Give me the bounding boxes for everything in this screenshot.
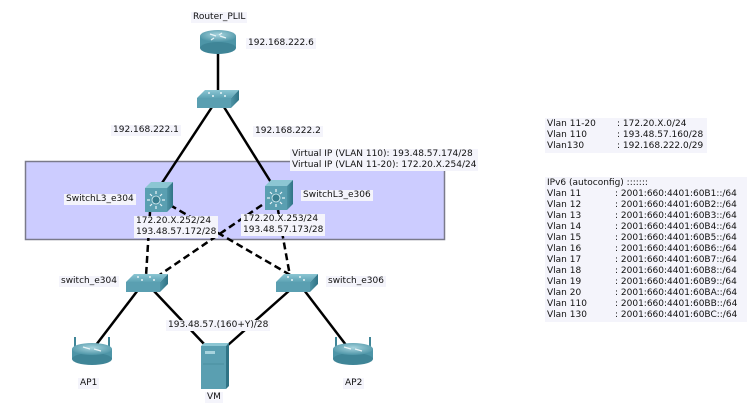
access-point-2-icon[interactable] [333, 337, 373, 365]
link-swright-vm [227, 289, 291, 346]
link-core-l3left [158, 106, 214, 187]
ipv6-legend-row: Vlan 12 : 2001:660:4401:60B2::/64 [547, 200, 745, 211]
vm-server-icon[interactable] [201, 343, 229, 389]
ipv6-legend-row: Vlan 14 : 2001:660:4401:60B4::/64 [547, 222, 745, 233]
access-point-1-icon[interactable] [72, 337, 112, 365]
switch-left-icon[interactable] [126, 274, 168, 292]
ipv6-legend-row: Vlan 17 : 2001:660:4401:60B7::/64 [547, 255, 745, 266]
ipv6-legend-row: Vlan 130 : 2001:660:4401:60BC::/64 [547, 310, 745, 321]
vlan-prefix: : 2001:660:4401:60B5::/64 [615, 233, 737, 243]
link-swleft-ap1 [95, 289, 139, 346]
router-ip-label: 192.168.222.6 [246, 38, 316, 49]
left-uplink-ip-label: 192.168.222.1 [111, 125, 181, 136]
vlan-name: Vlan 110 [547, 130, 587, 140]
ipv6-legend-title: IPv6 (autoconfig) ::::::: [547, 178, 648, 188]
ipv4-legend: Vlan 11-20 : 172.20.X.0/24 Vlan 110 : 193.… [545, 118, 707, 153]
ipv6-legend-row: Vlan 20 : 2001:660:4401:60BA::/64 [547, 288, 745, 299]
l3-right-name-label: SwitchL3_e306 [301, 190, 373, 201]
virtual-ip-vlan11-20: Virtual IP (VLAN 11-20): 172.20.X.254/24 [292, 160, 477, 170]
vlan-name: Vlan 11 [547, 189, 582, 199]
ipv6-legend-row: Vlan 15 : 2001:660:4401:60B5::/64 [547, 233, 745, 244]
right-uplink-ip-label: 192.168.222.2 [253, 126, 323, 137]
vlan-name: Vlan130 [547, 141, 585, 151]
ap2-name-label: AP2 [343, 378, 365, 389]
vlan-prefix: : 2001:660:4401:60B7::/64 [615, 255, 737, 265]
vlan-name: Vlan 17 [547, 255, 582, 265]
link-l3right-swleft [157, 203, 263, 278]
vlan-subnet: : 193.48.57.160/28 [617, 130, 704, 140]
virtual-ip-box: Virtual IP (VLAN 110): 193.48.57.174/28 … [290, 149, 479, 171]
vlan-name: Vlan 11-20 [547, 119, 596, 129]
vlan-name: Vlan 110 [547, 299, 587, 309]
l3-switch-right-icon[interactable] [265, 180, 293, 210]
l3-right-ip-vlan11-20: 172.20.X.253/24 [243, 214, 319, 224]
switch-right-name-label: switch_e306 [326, 276, 386, 287]
ipv4-legend-row: Vlan 11-20 : 172.20.X.0/24 [547, 119, 705, 130]
vlan-prefix: : 2001:660:4401:60BC::/64 [615, 310, 738, 320]
ipv6-legend-row: Vlan 16 : 2001:660:4401:60B6::/64 [547, 244, 745, 255]
link-swright-ap2 [303, 289, 347, 346]
vlan-name: Vlan 130 [547, 310, 587, 320]
vlan-subnet: : 172.20.X.0/24 [617, 119, 687, 129]
vm-subnet-label: 193.48.57.(160+Y)/28 [166, 320, 271, 331]
link-swleft-vm [152, 289, 206, 346]
core-switch-icon[interactable] [197, 90, 239, 108]
vlan-prefix: : 2001:660:4401:60B8::/64 [615, 266, 737, 276]
vlan-prefix: : 2001:660:4401:60B3::/64 [615, 211, 737, 221]
vlan-prefix: : 2001:660:4401:60BA::/64 [615, 288, 738, 298]
vlan-name: Vlan 14 [547, 222, 582, 232]
vlan-name: Vlan 20 [547, 288, 582, 298]
ipv4-legend-row: Vlan130 : 192.168.222.0/29 [547, 141, 705, 152]
switch-left-name-label: switch_e304 [59, 276, 119, 287]
vlan-prefix: : 2001:660:4401:60B6::/64 [615, 244, 737, 254]
vlan-prefix: : 2001:660:4401:60B1::/64 [615, 189, 737, 199]
vlan-prefix: : 2001:660:4401:60B4::/64 [615, 222, 737, 232]
ipv6-legend: IPv6 (autoconfig) ::::::: Vlan 11: 2001:… [545, 177, 747, 322]
ap1-name-label: AP1 [78, 378, 100, 389]
l3-left-ip-vlan110: 193.48.57.172/28 [136, 227, 217, 237]
l3-switch-left-icon[interactable] [145, 182, 173, 212]
link-core-l3right [222, 106, 274, 185]
vlan-name: Vlan 19 [547, 277, 582, 287]
vlan-prefix: : 2001:660:4401:60BB::/64 [615, 299, 738, 309]
ipv6-legend-row: Vlan 18 : 2001:660:4401:60B8::/64 [547, 266, 745, 277]
ipv6-legend-row: Vlan 110 : 2001:660:4401:60BB::/64 [547, 299, 745, 310]
l3-left-name-label: SwitchL3_e304 [64, 194, 136, 205]
l3-right-ips: 172.20.X.253/24 193.48.57.173/28 [241, 214, 326, 236]
ipv4-legend-row: Vlan 110 : 193.48.57.160/28 [547, 130, 705, 141]
vlan-subnet: : 192.168.222.0/29 [617, 141, 704, 151]
l3-left-ip-vlan11-20: 172.20.X.252/24 [136, 216, 212, 226]
vlan-name: Vlan 12 [547, 200, 582, 210]
ipv6-legend-row: Vlan 13 : 2001:660:4401:60B3::/64 [547, 211, 745, 222]
router-name-label: Router_PLIL [191, 12, 248, 23]
vlan-name: Vlan 18 [547, 266, 582, 276]
virtual-ip-vlan110: Virtual IP (VLAN 110): 193.48.57.174/28 [292, 149, 473, 159]
ipv6-legend-row: Vlan 19 : 2001:660:4401:60B9::/64 [547, 277, 745, 288]
l3-right-ip-vlan110: 193.48.57.173/28 [243, 225, 324, 235]
vlan-name: Vlan 16 [547, 244, 582, 254]
router-icon[interactable] [200, 30, 236, 54]
vlan-name: Vlan 15 [547, 233, 582, 243]
vlan-prefix: : 2001:660:4401:60B2::/64 [615, 200, 737, 210]
ipv6-legend-row: Vlan 11 : 2001:660:4401:60B1::/64 [547, 189, 745, 200]
vm-name-label: VM [205, 392, 223, 403]
l3-left-ips: 172.20.X.252/24 193.48.57.172/28 [134, 216, 219, 238]
vlan-name: Vlan 13 [547, 211, 582, 221]
switch-right-icon[interactable] [276, 274, 318, 292]
vlan-prefix: : 2001:660:4401:60B9::/64 [615, 277, 737, 287]
